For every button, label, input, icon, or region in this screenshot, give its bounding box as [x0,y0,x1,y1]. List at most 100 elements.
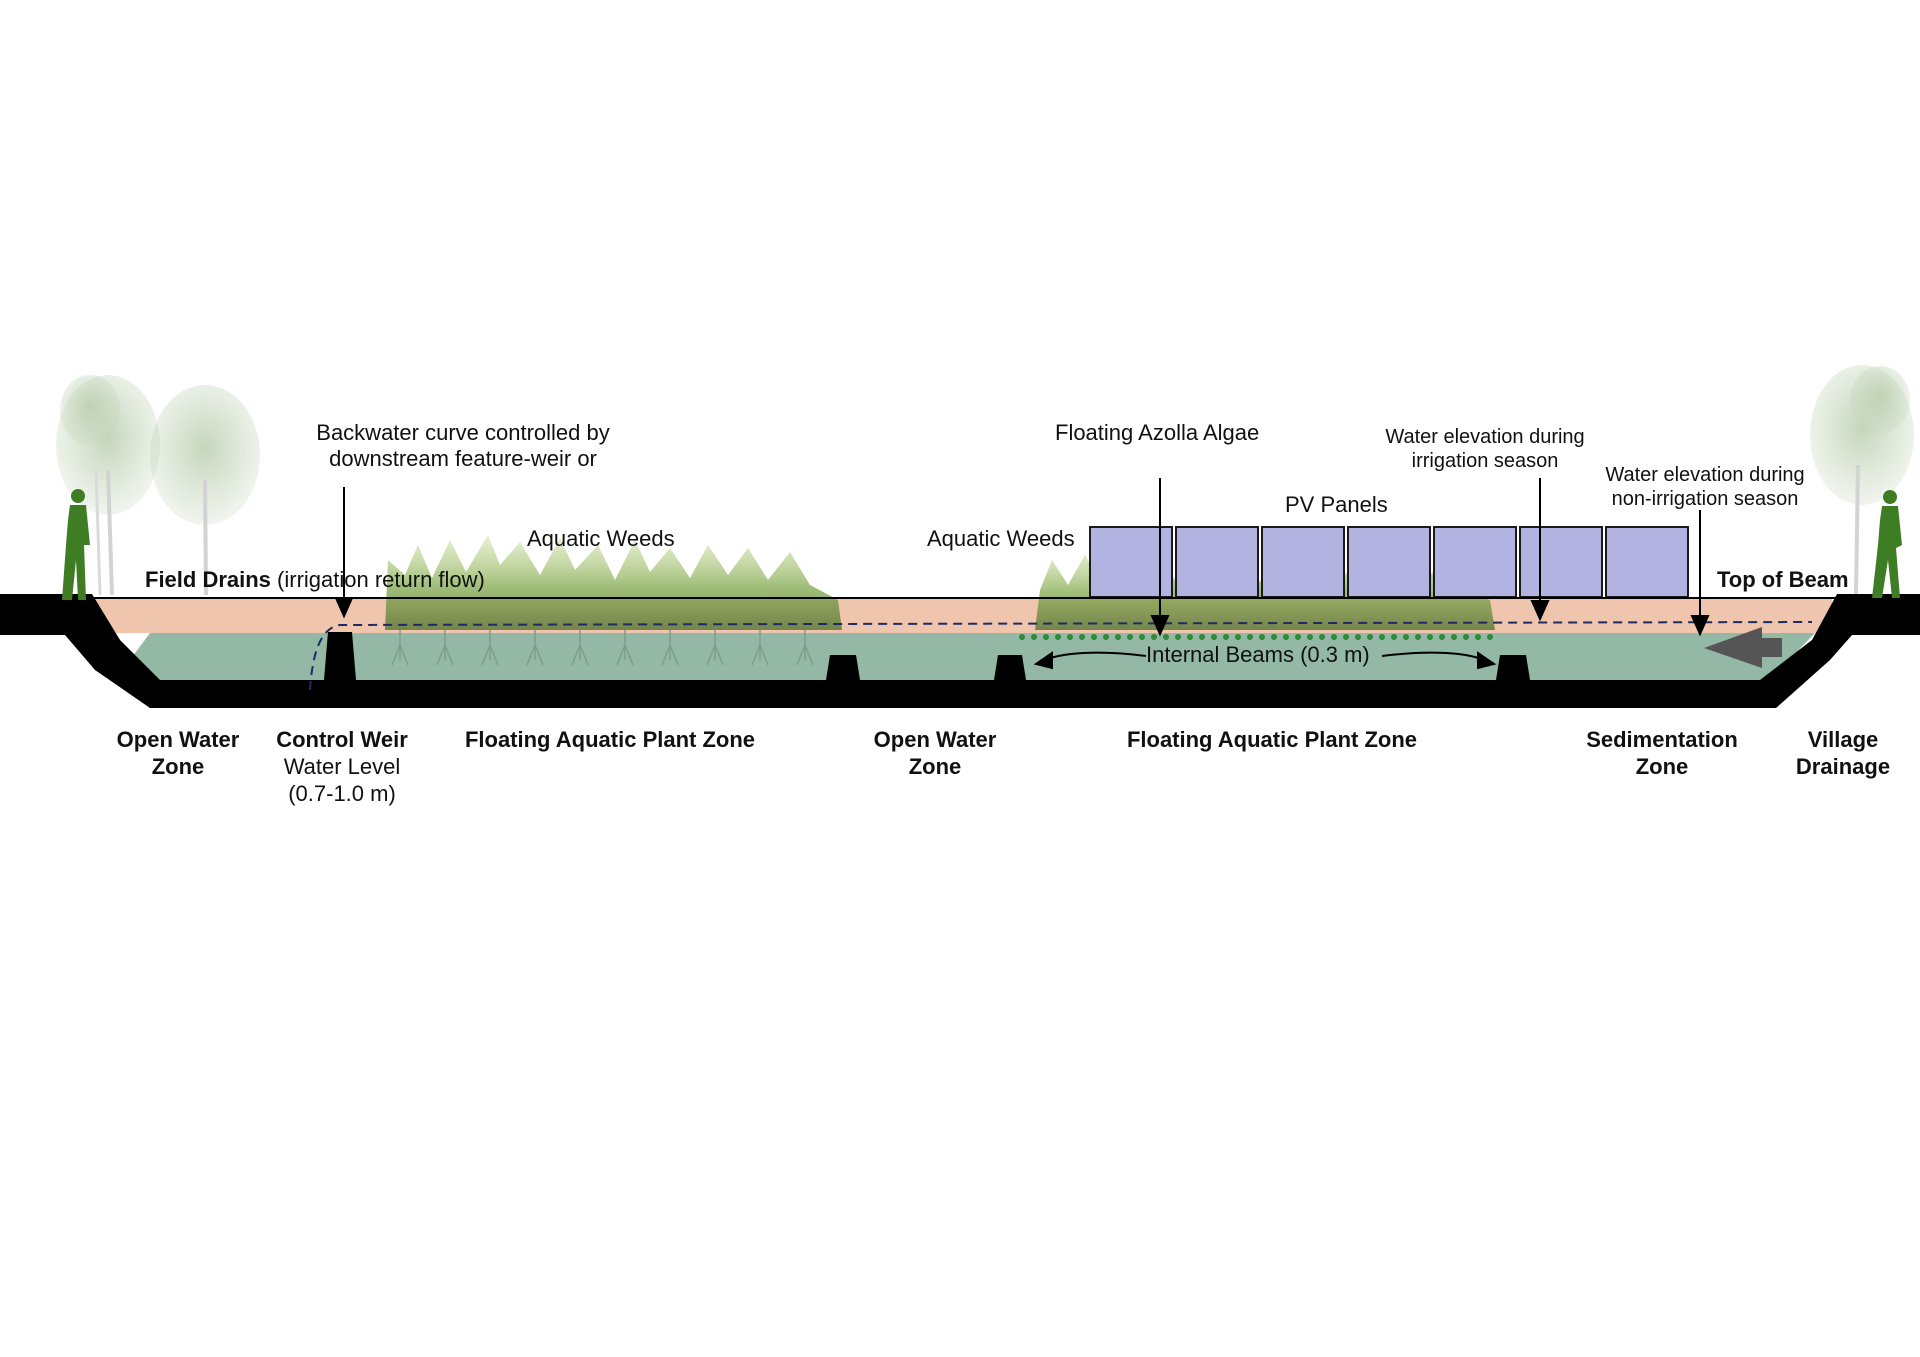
weed-root [481,630,499,666]
weed-root [436,630,454,666]
azolla-dot [1487,634,1493,640]
azolla-dot [1079,634,1085,640]
weed-root [796,630,814,666]
tree-right [1810,365,1914,596]
azolla-dot [1475,634,1481,640]
pv-panel [1261,526,1345,598]
azolla-dot [1463,634,1469,640]
azolla-dot [1403,634,1409,640]
azolla-dot [1187,634,1193,640]
azolla-dot [1115,634,1121,640]
backwater-curve-label: Backwater curve controlled by downstream… [288,420,638,473]
nonirrigation-line-2: non-irrigation season [1611,488,1799,510]
azolla-dots [1019,634,1493,640]
pv-panel [1347,526,1431,598]
weed-root [706,630,724,666]
weed-root [661,630,679,666]
internal-beam-3 [1496,655,1530,680]
azolla-dot [1235,634,1241,640]
weed-root [526,630,544,666]
azolla-dot [1307,634,1313,640]
water-elevation-dashed-line [309,621,1813,691]
internal-beam-2 [994,655,1026,680]
azolla-dot [1415,634,1421,640]
azolla-dot [1259,634,1265,640]
weed-root [391,630,409,666]
zone-floating-2: Floating Aquatic Plant Zone [1102,726,1442,753]
azolla-dot [1139,634,1145,640]
pv-panel [1519,526,1603,598]
zone-sedimentation-line2: Zone [1635,754,1689,779]
zone-village-line1: Village [1807,727,1879,752]
irrigation-band [92,598,1832,633]
pv-panel [1089,526,1173,598]
azolla-dot [1031,634,1037,640]
flow-arrow [1704,627,1782,668]
pv-panels-label: PV Panels [1285,492,1388,517]
zone-control-weir-line2: Water Level [283,754,401,779]
azolla-dot [1367,634,1373,640]
weed-root [616,630,634,666]
channel-ground [0,594,1920,708]
azolla-dot [1103,634,1109,640]
azolla-dot [1091,634,1097,640]
internal-beams-label: Internal Beams (0.3 m) [1146,642,1370,667]
zone-sedimentation-line1: Sedimentation [1586,727,1738,752]
azolla-dot [1283,634,1289,640]
aquatic-weeds-left-patch [385,535,842,666]
azolla-dot [1427,634,1433,640]
pv-panel-array [1089,526,1689,598]
control-weir-structure [324,632,356,680]
pv-panel [1175,526,1259,598]
weed-root [571,630,589,666]
backwater-line-1: Backwater curve controlled by [316,420,610,445]
zone-sedimentation: Sedimentation Zone [1572,726,1752,780]
zone-village-drainage: Village Drainage [1768,726,1918,780]
azolla-dot [1319,634,1325,640]
backwater-line-2: downstream feature-weir or [329,446,597,472]
irrigation-line-2: irrigation season [1411,450,1559,472]
azolla-dot [1043,634,1049,640]
pv-panel [1433,526,1517,598]
azolla-dot [1067,634,1073,640]
azolla-dot [1211,634,1217,640]
azolla-dot [1247,634,1253,640]
azolla-dot [1271,634,1277,640]
zone-control-weir-line1: Control Weir [276,727,408,752]
zone-open-water-2: Open Water Zone [855,726,1015,780]
nonirrigation-line-1: Water elevation during [1605,464,1805,486]
zone-open-water-2-line2: Zone [908,754,962,779]
azolla-dot [1439,634,1445,640]
azolla-dot [1019,634,1025,640]
azolla-dot [1127,634,1133,640]
zone-open-water-2-line1: Open Water [873,727,997,752]
azolla-dot [1391,634,1397,640]
azolla-dot [1163,634,1169,640]
azolla-dot [1295,634,1301,640]
field-drains-label: Field Drains (irrigation return flow) [145,567,485,593]
zone-open-water-1: Open Water Zone [98,726,258,780]
aquatic-weeds-right-label: Aquatic Weeds [927,526,1075,551]
azolla-dot [1451,634,1457,640]
azolla-dot [1223,634,1229,640]
azolla-dot [1343,634,1349,640]
pv-panel [1605,526,1689,598]
zone-floating-1: Floating Aquatic Plant Zone [440,726,780,753]
azolla-dot [1199,634,1205,640]
azolla-dot [1055,634,1061,640]
zone-village-line2: Drainage [1795,754,1891,779]
non-irrigation-season-label: Water elevation during non-irrigation se… [1585,463,1825,511]
zone-open-water-1-line2: Zone [151,754,205,779]
azolla-dot [1175,634,1181,640]
zone-control-weir-line3: (0.7-1.0 m) [288,781,396,806]
callout-arrows [334,478,1710,670]
tree-left-1 [56,375,160,596]
irrigation-season-label: Water elevation during irrigation season [1375,425,1595,473]
irrigation-line-1: Water elevation during [1385,426,1585,448]
person-right [1872,490,1902,598]
top-of-beam-label: Top of Beam [1717,567,1849,592]
zone-control-weir: Control Weir Water Level (0.7-1.0 m) [262,726,422,807]
aquatic-weeds-left-label: Aquatic Weeds [527,526,675,551]
zone-floating-2-line1: Floating Aquatic Plant Zone [1126,727,1418,752]
